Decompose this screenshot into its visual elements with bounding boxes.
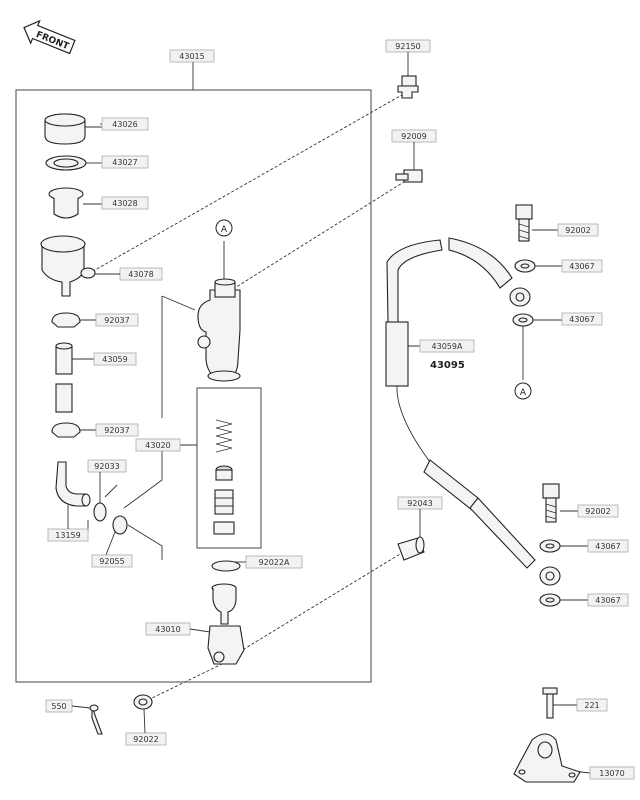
- callout-92002-upper: 92002: [557, 223, 599, 237]
- mounting-screw: [395, 169, 423, 183]
- callout-92043: 92043: [397, 496, 443, 510]
- reservoir-hose: [55, 342, 96, 413]
- svg-text:43067: 43067: [595, 542, 620, 551]
- reference-marker-a-right: A: [514, 382, 532, 400]
- sealing-washer-2: [512, 313, 562, 327]
- callout-92150: 92150: [385, 39, 431, 53]
- svg-text:43027: 43027: [112, 158, 137, 167]
- diaphragm-plate: [48, 187, 102, 219]
- o-ring-small: [93, 502, 107, 522]
- svg-text:A: A: [221, 225, 228, 235]
- callout-43027: 43027: [101, 155, 149, 169]
- svg-text:43059A: 43059A: [432, 342, 463, 351]
- washer-hole: [138, 698, 148, 706]
- clevis-pin: [397, 536, 425, 561]
- cotter-pin: [89, 704, 103, 735]
- piston-spring: [215, 419, 233, 453]
- svg-text:92150: 92150: [395, 42, 420, 51]
- push-rod: [207, 583, 245, 665]
- callout-43067-3: 43067: [587, 539, 629, 553]
- svg-text:92002: 92002: [565, 226, 590, 235]
- banjo-bolt-upper: [515, 204, 558, 242]
- callout-43059: 43059: [93, 352, 137, 366]
- callout-43095: 43095: [430, 360, 465, 371]
- callout-43028: 43028: [101, 196, 149, 210]
- banjo-bolt: [397, 75, 419, 99]
- callout-43010: 43010: [145, 622, 191, 636]
- banjo-bolt-lower: [542, 483, 578, 523]
- callout-43020: 43020: [135, 438, 181, 452]
- snap-ring: [211, 560, 241, 572]
- front-arrow: FRONT: [23, 19, 76, 55]
- callout-92022A: 92022A: [245, 555, 303, 569]
- svg-text:92043: 92043: [407, 499, 432, 508]
- bracket-screw: [542, 687, 558, 719]
- master-cylinder-body: [197, 278, 241, 382]
- svg-text:43020: 43020: [145, 441, 170, 450]
- svg-text:A: A: [520, 388, 527, 398]
- svg-text:221: 221: [584, 701, 599, 710]
- svg-text:92009: 92009: [401, 132, 426, 141]
- callout-92022: 92022: [125, 732, 167, 746]
- svg-text:43026: 43026: [112, 120, 137, 129]
- callout-92002-lower: 92002: [577, 504, 619, 518]
- sealing-washer-4: [539, 593, 588, 607]
- callout-43059A: 43059A: [419, 339, 475, 353]
- hose-bracket: [513, 733, 581, 783]
- svg-text:13159: 13159: [55, 531, 80, 540]
- callout-92033: 92033: [87, 459, 127, 473]
- hose-clamp-upper: [51, 312, 98, 328]
- callout-43067-2: 43067: [561, 312, 603, 326]
- callout-13070: 13070: [589, 766, 635, 780]
- reference-marker-a-top: A: [215, 219, 233, 237]
- sealing-washer-3: [539, 539, 588, 553]
- callout-92055: 92055: [91, 554, 133, 568]
- diaphragm: [45, 155, 102, 171]
- svg-text:43078: 43078: [128, 270, 153, 279]
- reservoir-tank: [40, 235, 96, 297]
- svg-text:92055: 92055: [99, 557, 124, 566]
- svg-text:92022: 92022: [133, 735, 158, 744]
- hose-elbow: [55, 461, 91, 507]
- callout-92037-upper: 92037: [95, 313, 139, 327]
- svg-text:43067: 43067: [569, 262, 594, 271]
- callout-43015: 43015: [169, 49, 215, 63]
- callout-221: 221: [576, 698, 608, 712]
- assembly-frame: [15, 89, 372, 683]
- callout-550: 550: [45, 699, 73, 713]
- svg-text:92037: 92037: [104, 426, 129, 435]
- primary-cup: [215, 465, 233, 481]
- svg-text:92033: 92033: [94, 462, 119, 471]
- callout-43026: 43026: [101, 117, 149, 131]
- svg-text:13070: 13070: [599, 769, 624, 778]
- callout-43067-1: 43067: [561, 259, 603, 273]
- callout-92009: 92009: [391, 129, 437, 143]
- svg-text:92037: 92037: [104, 316, 129, 325]
- svg-text:92002: 92002: [585, 507, 610, 516]
- svg-text:550: 550: [51, 702, 66, 711]
- svg-text:92022A: 92022A: [259, 558, 290, 567]
- svg-text:43028: 43028: [112, 199, 137, 208]
- callout-43078: 43078: [119, 267, 163, 281]
- svg-text:43010: 43010: [155, 625, 180, 634]
- brake-hose: [385, 237, 561, 586]
- svg-text:43015: 43015: [179, 52, 204, 61]
- svg-text:43067: 43067: [569, 315, 594, 324]
- secondary-cup: [213, 521, 235, 535]
- svg-text:43095: 43095: [430, 360, 465, 371]
- piston-kit-box: [196, 387, 262, 549]
- piston: [214, 489, 234, 515]
- svg-text:43059: 43059: [102, 355, 127, 364]
- callout-43067-4: 43067: [587, 593, 629, 607]
- sealing-washer-1: [514, 259, 562, 273]
- svg-text:43067: 43067: [595, 596, 620, 605]
- hose-clamp-lower: [51, 422, 98, 438]
- callout-92037-lower: 92037: [95, 423, 139, 437]
- callout-13159: 13159: [47, 528, 89, 542]
- circlip: [112, 515, 128, 535]
- reservoir-cap: [44, 113, 102, 145]
